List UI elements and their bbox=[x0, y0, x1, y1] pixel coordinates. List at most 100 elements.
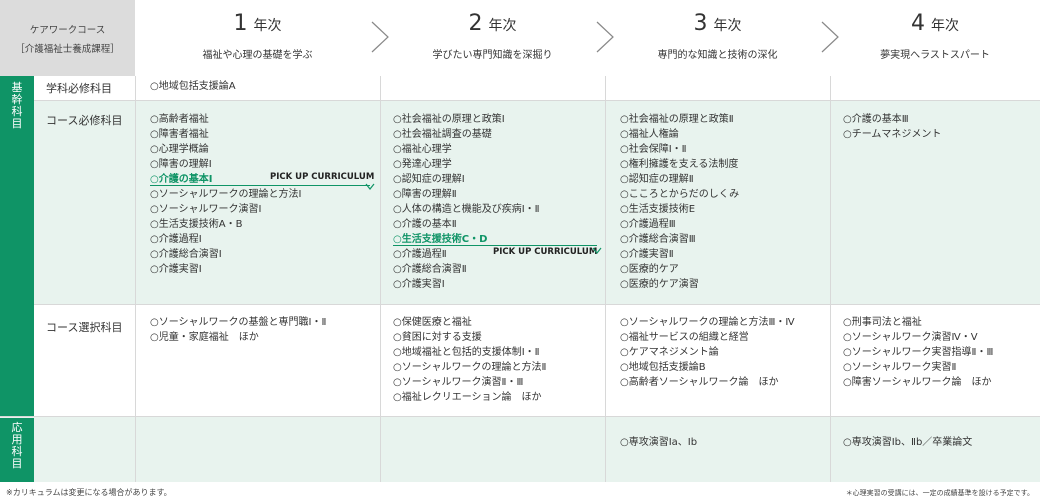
row-divider bbox=[0, 304, 1040, 305]
list-item: ○介護実習Ⅰ bbox=[393, 279, 445, 290]
year-number: 2 bbox=[468, 11, 483, 36]
footnote-right: ＊心理実習の受講には、一定の成績基準を設ける予定です。 bbox=[845, 489, 1034, 497]
list-item: ○認知症の理解Ⅱ bbox=[620, 174, 694, 185]
list-item: ○高齢者ソーシャルワーク論 ほか bbox=[620, 377, 779, 388]
row-gakka bbox=[0, 76, 1040, 100]
arrow-down-icon bbox=[592, 247, 602, 254]
list-item: ○専攻演習Ⅰa、Ⅰb bbox=[620, 437, 698, 448]
list-item: ○福祉人権論 bbox=[620, 129, 679, 140]
list-item: ○社会福祉の原理と政策Ⅰ bbox=[393, 114, 505, 125]
list-item: ○障害の理解Ⅱ bbox=[393, 189, 457, 200]
pickup-underline bbox=[150, 185, 370, 186]
category-char: 科 bbox=[11, 445, 23, 458]
list-item: ○人体の構造と機能及び疾病Ⅰ・Ⅱ bbox=[393, 204, 540, 215]
list-item: ○高齢者福祉 bbox=[150, 114, 209, 125]
list-item: ○ソーシャルワークの理論と方法Ⅱ bbox=[393, 362, 547, 373]
list-item: ○介護の基本Ⅱ bbox=[393, 219, 457, 230]
footnote-left: ※カリキュラムは変更になる場合があります。 bbox=[6, 488, 172, 497]
cell-gakka-y1: ○地域包括支援論A bbox=[150, 79, 236, 94]
category-char: 基 bbox=[11, 81, 23, 94]
list-item: ○ソーシャルワーク演習Ⅱ・Ⅲ bbox=[393, 377, 524, 388]
pickup-label: PICK UP CURRICULUM bbox=[270, 172, 375, 182]
list-item: ○介護実習Ⅰ bbox=[150, 264, 202, 275]
year-theme: 学びたい専門知識を深掘り bbox=[432, 50, 553, 61]
list-item: ○専攻演習Ⅰb、Ⅱb／卒業論文 bbox=[843, 437, 973, 448]
list-item: ○ソーシャルワーク実習Ⅱ bbox=[843, 362, 957, 373]
course-program: ［介護福祉士養成課程］ bbox=[15, 43, 120, 55]
list-item: ○福祉心理学 bbox=[393, 144, 452, 155]
list-item: ○生活支援技術C・D bbox=[393, 234, 488, 245]
list-item: ○医療的ケア bbox=[620, 264, 679, 275]
cell-hissu-y4: ○介護の基本Ⅲ ○チームマネジメント bbox=[843, 112, 941, 142]
list-item: ○ソーシャルワークの理論と方法Ⅲ・Ⅳ bbox=[620, 317, 795, 328]
chevron-right-icon bbox=[371, 21, 389, 53]
list-item: ○認知症の理解Ⅰ bbox=[393, 174, 465, 185]
year-header-2: 2 年次 学びたい専門知識を深掘り bbox=[380, 0, 605, 76]
year-suffix: 年次 bbox=[488, 18, 517, 34]
list-item: ○発達心理学 bbox=[393, 159, 452, 170]
category-char: 用 bbox=[11, 433, 23, 446]
list-item: ○生活支援技術E bbox=[620, 204, 696, 215]
list-item: ○児童・家庭福祉 ほか bbox=[150, 332, 259, 343]
cell-sentaku-y2: ○保健医療と福祉 ○貧困に対する支援 ○地域福祉と包括的支援体制Ⅰ・Ⅱ ○ソーシャルワ… bbox=[393, 315, 546, 405]
row-label-course-sentaku: コース選択科目 bbox=[46, 321, 123, 334]
year-number: 3 bbox=[693, 11, 708, 36]
category-char: 幹 bbox=[11, 93, 23, 106]
list-item: ○介護の基本Ⅲ bbox=[843, 114, 909, 125]
list-item: ○地域包括支援論B bbox=[620, 362, 706, 373]
column-divider bbox=[135, 76, 136, 482]
list-item: ○保健医療と福祉 bbox=[393, 317, 472, 328]
list-item: ○介護過程Ⅱ bbox=[393, 249, 447, 260]
pickup-underline bbox=[393, 245, 597, 246]
cell-hissu-y3: ○社会福祉の原理と政策Ⅱ○福祉人権論○社会保障Ⅰ・Ⅱ○権利擁護を支える法制度○認… bbox=[620, 112, 739, 292]
list-item: ○介護過程Ⅲ bbox=[620, 219, 676, 230]
list-item: ○チームマネジメント bbox=[843, 129, 942, 140]
cell-ouyou-y4: ○専攻演習Ⅰb、Ⅱb／卒業論文 bbox=[843, 435, 972, 450]
list-item: ○介護総合演習Ⅰ bbox=[150, 249, 222, 260]
list-item: ○介護過程Ⅰ bbox=[150, 234, 202, 245]
list-item: ○介護の基本Ⅰ bbox=[150, 174, 213, 185]
list-item: ○生活支援技術A・B bbox=[150, 219, 243, 230]
year-number: 1 bbox=[233, 11, 248, 36]
row-course-sentaku bbox=[0, 304, 1040, 416]
category-ouyou: 応 用 科 目 bbox=[0, 418, 34, 482]
list-item: ○ケアマネジメント論 bbox=[620, 347, 719, 358]
row-label-gakka: 学科必修科目 bbox=[46, 82, 112, 95]
list-item: ○こころとからだのしくみ bbox=[620, 189, 740, 200]
category-char: 応 bbox=[11, 421, 23, 434]
cell-sentaku-y1: ○ソーシャルワークの基盤と専門職Ⅰ・Ⅱ ○児童・家庭福祉 ほか bbox=[150, 315, 326, 345]
cell-ouyou-y3: ○専攻演習Ⅰa、Ⅰb bbox=[620, 435, 697, 450]
list-item: ○社会福祉の原理と政策Ⅱ bbox=[620, 114, 734, 125]
list-item: ○福祉サービスの組織と経営 bbox=[620, 332, 749, 343]
category-char: 目 bbox=[11, 117, 23, 130]
year-theme: 専門的な知識と技術の深化 bbox=[657, 50, 778, 61]
pickup-label: PICK UP CURRICULUM bbox=[493, 247, 598, 257]
list-item: ○社会福祉調査の基礎 bbox=[393, 129, 492, 140]
category-char: 科 bbox=[11, 105, 23, 118]
course-name-cell: ケアワークコース ［介護福祉士養成課程］ bbox=[0, 0, 135, 76]
year-suffix: 年次 bbox=[253, 18, 282, 34]
list-item: ○医療的ケア演習 bbox=[620, 279, 699, 290]
category-char: 目 bbox=[11, 457, 23, 470]
row-divider bbox=[0, 416, 1040, 417]
list-item: ○介護実習Ⅱ bbox=[620, 249, 674, 260]
year-number: 4 bbox=[911, 11, 925, 36]
list-item: ○地域福祉と包括的支援体制Ⅰ・Ⅱ bbox=[393, 347, 540, 358]
row-course-hissu bbox=[0, 100, 1040, 304]
list-item: ○刑事司法と福祉 bbox=[843, 317, 922, 328]
list-item: ○障害者福祉 bbox=[150, 129, 209, 140]
list-item: ○ソーシャルワークの基盤と専門職Ⅰ・Ⅱ bbox=[150, 317, 327, 328]
category-kikan: 基 幹 科 目 bbox=[0, 76, 34, 416]
year-suffix: 年次 bbox=[713, 18, 742, 34]
list-item: ○障害の理解Ⅰ bbox=[150, 159, 212, 170]
list-item: ○介護総合演習Ⅲ bbox=[620, 234, 696, 245]
year-theme: 夢実現へラストスパート bbox=[880, 50, 990, 61]
arrow-down-icon bbox=[365, 183, 375, 190]
row-label-course-hissu: コース必修科目 bbox=[46, 114, 123, 127]
row-ouyou bbox=[0, 416, 1040, 482]
list-item: ○地域包括支援論A bbox=[150, 81, 236, 92]
list-item: ○貧困に対する支援 bbox=[393, 332, 482, 343]
